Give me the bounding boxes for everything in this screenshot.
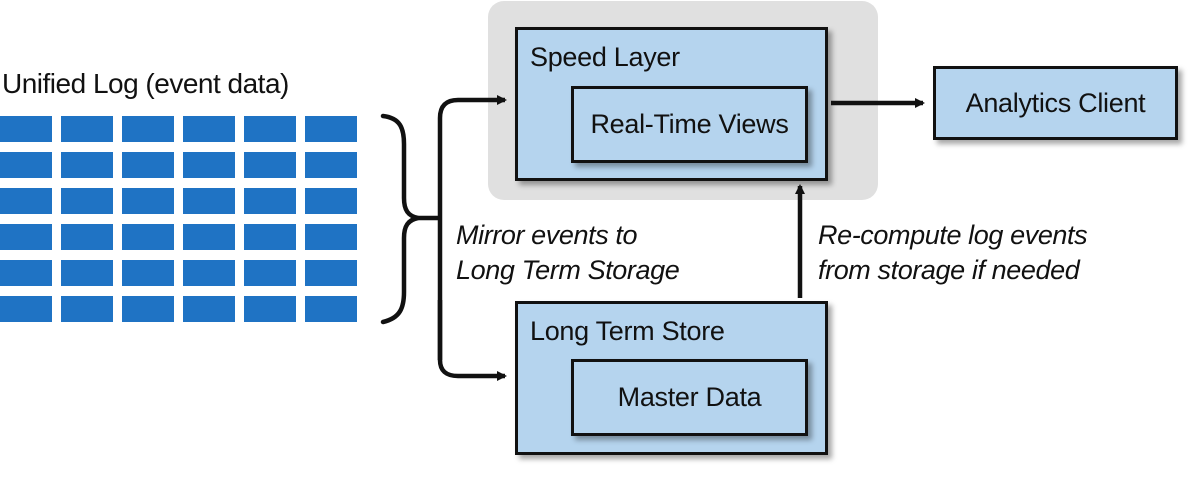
log-event-cell — [183, 296, 235, 322]
mirror-note-line-1: Mirror events to — [456, 220, 638, 250]
log-event-cell — [305, 188, 357, 214]
log-event-cell — [183, 224, 235, 250]
log-event-cell — [122, 296, 174, 322]
recompute-note-line-1: Re-compute log events — [818, 220, 1088, 250]
unified-log-event-grid — [0, 116, 358, 322]
log-event-cell — [61, 116, 113, 142]
log-event-cell — [61, 260, 113, 286]
log-event-cell — [305, 116, 357, 142]
long-term-store-label: Long Term Store — [530, 316, 725, 346]
log-event-cell — [305, 296, 357, 322]
log-event-cell — [305, 260, 357, 286]
log-event-cell — [305, 152, 357, 178]
log-event-cell — [244, 152, 296, 178]
log-event-cell — [244, 116, 296, 142]
log-event-cell — [244, 188, 296, 214]
log-event-cell — [305, 224, 357, 250]
log-event-cell — [61, 296, 113, 322]
unified-log-title: Unified Log (event data) — [2, 68, 289, 99]
recompute-note-line-2: from storage if needed — [818, 255, 1080, 285]
log-event-cell — [244, 260, 296, 286]
curly-brace-icon — [380, 113, 419, 325]
log-event-cell — [0, 152, 52, 178]
log-event-cell — [0, 260, 52, 286]
speed-layer-label: Speed Layer — [530, 42, 680, 72]
log-event-cell — [0, 224, 52, 250]
log-event-cell — [122, 224, 174, 250]
analytics-client-label: Analytics Client — [965, 87, 1146, 118]
analytics-client-box: Analytics Client — [933, 66, 1178, 140]
arrow-to-speed-layer — [437, 95, 507, 360]
log-event-cell — [244, 296, 296, 322]
log-event-cell — [183, 260, 235, 286]
log-event-cell — [61, 152, 113, 178]
log-event-cell — [122, 260, 174, 286]
log-event-cell — [0, 296, 52, 322]
log-event-cell — [61, 188, 113, 214]
master-data-label: Master Data — [617, 382, 762, 412]
log-event-cell — [122, 152, 174, 178]
log-event-cell — [183, 152, 235, 178]
log-event-cell — [244, 224, 296, 250]
master-data-box: Master Data — [571, 359, 808, 436]
arrow-to-long-term-store — [437, 300, 507, 381]
log-event-cell — [183, 188, 235, 214]
log-event-cell — [61, 224, 113, 250]
mirror-events-note: Mirror events to Long Term Storage — [456, 218, 680, 288]
log-event-cell — [0, 188, 52, 214]
mirror-note-line-2: Long Term Storage — [456, 255, 680, 285]
log-event-cell — [122, 188, 174, 214]
log-event-cell — [122, 116, 174, 142]
real-time-views-box: Real-Time Views — [571, 86, 808, 163]
log-event-cell — [0, 116, 52, 142]
real-time-views-label: Real-Time Views — [590, 109, 789, 139]
recompute-events-note: Re-compute log events from storage if ne… — [818, 218, 1088, 288]
log-event-cell — [183, 116, 235, 142]
